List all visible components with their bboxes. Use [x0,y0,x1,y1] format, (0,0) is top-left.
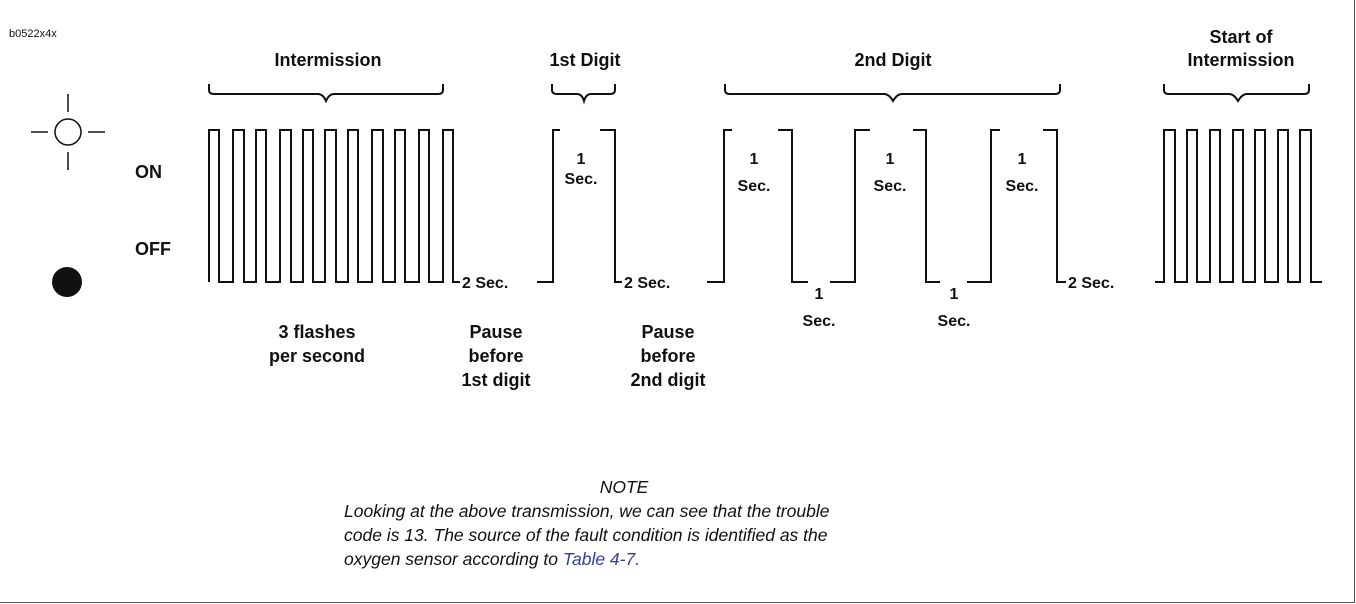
on-duration-1-unit: Sec. [565,171,598,188]
off-duration-2-unit: Sec. [938,313,971,330]
label-start-of: Start of [1210,27,1274,47]
note-line-2: code is 13. The source of the fault cond… [344,525,828,545]
caption-pause1-line1: Pause [469,322,522,342]
on-duration-3-unit: Sec. [874,178,907,195]
bracket-second-digit [724,84,1061,104]
on-duration-2-value: 1 [750,151,759,168]
on-duration-3-value: 1 [886,151,895,168]
bracket-start-intermission [1163,84,1310,104]
on-duration-1-value: 1 [577,151,586,168]
figure-id: b0522x4x [9,28,57,40]
caption-pause2-line1: Pause [641,322,694,342]
bracket-first-digit [551,84,616,105]
label-on: ON [135,162,162,182]
caption-pause1-line3: 1st digit [461,370,530,390]
table-4-7-link[interactable]: Table 4-7. [562,549,641,569]
off-duration-pause-1: 2 Sec. [462,275,508,292]
note-line-1: Looking at the above transmission, we ca… [344,501,830,521]
off-duration-1-value: 1 [815,286,824,303]
lamp-off-icon [52,267,82,297]
label-first-digit: 1st Digit [549,50,620,70]
note-line-3-text: oxygen sensor according to [344,549,563,569]
on-duration-4-value: 1 [1018,151,1027,168]
caption-pause2-line2: before [640,346,695,366]
on-duration-4-unit: Sec. [1006,178,1039,195]
note-line-3: oxygen sensor according to Table 4-7. [344,547,904,571]
flash-waveform [208,129,1322,283]
caption-flashes-line2: per second [269,346,365,366]
caption-pause1-line2: before [468,346,523,366]
off-duration-1-unit: Sec. [803,313,836,330]
caption-pause2-line3: 2nd digit [631,370,706,390]
note-title: NOTE [599,477,649,497]
label-off: OFF [135,239,171,259]
off-duration-pause-2: 2 Sec. [624,275,670,292]
off-duration-pause-3: 2 Sec. [1068,275,1114,292]
off-duration-2-value: 1 [950,286,959,303]
lamp-on-icon [31,94,105,170]
label-second-digit: 2nd Digit [855,50,932,70]
bracket-intermission [208,84,444,104]
label-intermission: Intermission [274,50,381,70]
on-duration-2-unit: Sec. [738,178,771,195]
label-start-intermission: Intermission [1187,50,1294,70]
caption-flashes-line1: 3 flashes [278,322,355,342]
note-block: NOTE Looking at the above transmission, … [344,475,904,571]
